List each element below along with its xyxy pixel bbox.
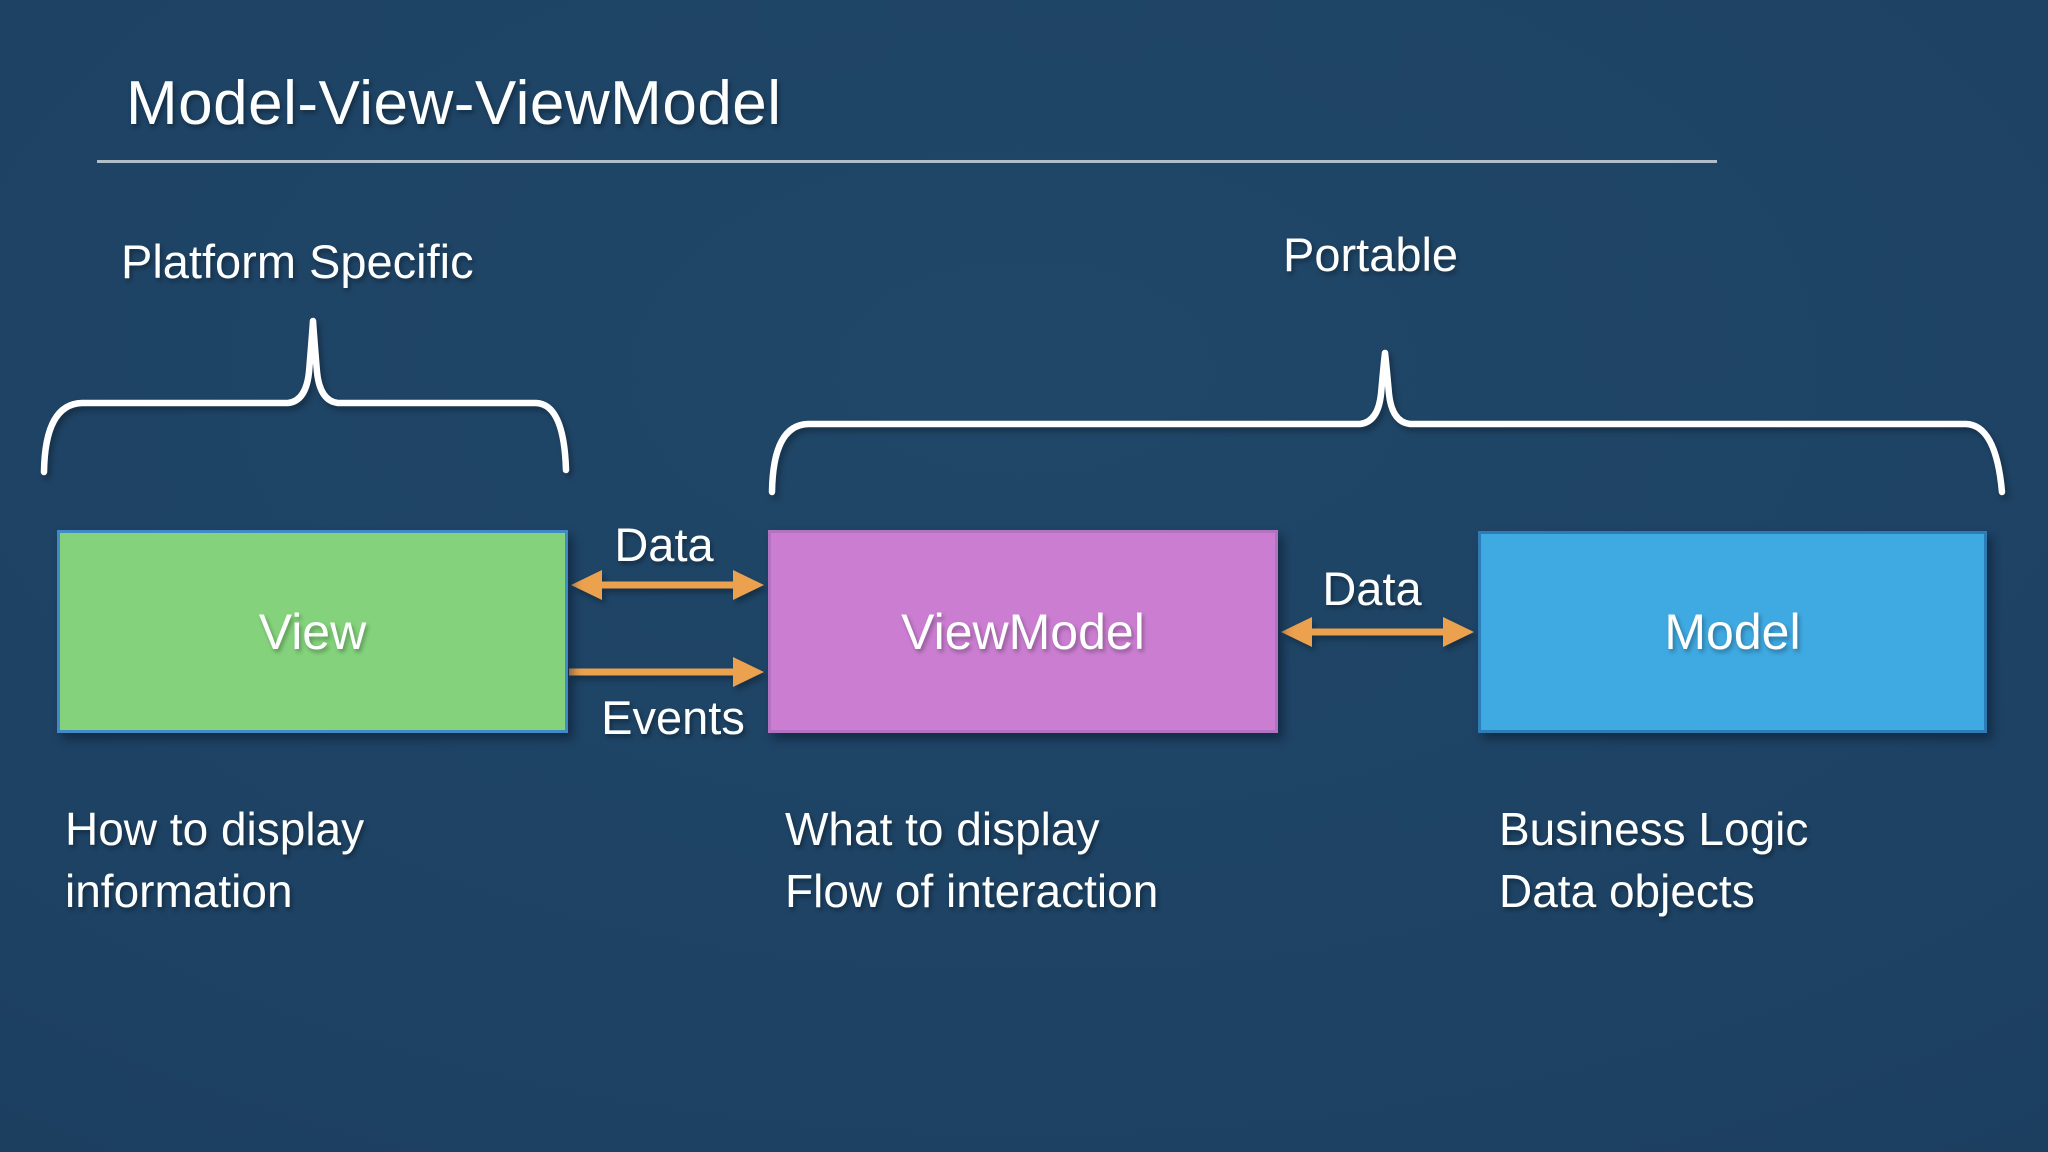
platform-specific-brace-icon: [40, 317, 570, 476]
portable-brace-icon: [768, 349, 2006, 496]
data-arrow-view-viewmodel-icon: [571, 570, 764, 600]
view-description: How to display information: [65, 798, 364, 922]
viewmodel-description-line1: What to display: [785, 803, 1100, 855]
title-underline: [97, 160, 1717, 163]
view-description-line1: How to display: [65, 803, 365, 855]
portable-label: Portable: [1283, 228, 1459, 281]
model-description-line1: Business Logic: [1499, 803, 1809, 855]
platform-specific-label: Platform Specific: [121, 235, 474, 288]
model-description: Business Logic Data objects: [1499, 798, 1808, 922]
events-arrow-label: Events: [601, 691, 745, 744]
viewmodel-box-label: ViewModel: [901, 603, 1145, 660]
data-arrow-label-left: Data: [614, 518, 714, 571]
page-title: Model-View-ViewModel: [126, 69, 782, 138]
model-box-label: Model: [1664, 604, 1801, 660]
viewmodel-description: What to display Flow of interaction: [785, 798, 1158, 922]
viewmodel-box: ViewModel: [768, 530, 1278, 733]
view-box: View: [57, 530, 568, 733]
model-box: Model: [1478, 531, 1987, 733]
view-description-line2: information: [65, 865, 293, 917]
model-description-line2: Data objects: [1499, 865, 1755, 917]
viewmodel-description-line2: Flow of interaction: [785, 865, 1159, 917]
data-arrow-viewmodel-model-icon: [1281, 617, 1474, 647]
view-box-label: View: [258, 603, 367, 660]
data-arrow-label-right: Data: [1322, 562, 1422, 615]
events-arrow-view-viewmodel-icon: [569, 657, 764, 687]
